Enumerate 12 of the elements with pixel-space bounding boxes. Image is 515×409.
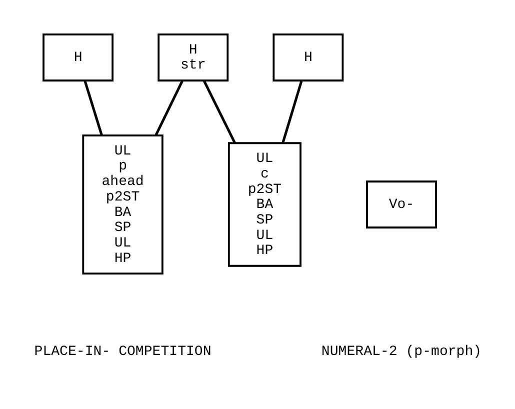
connector	[281, 80, 302, 144]
node-box: Vo-	[366, 180, 436, 228]
connector	[154, 80, 184, 136]
label: PLACE-IN- COMPETITION	[34, 344, 211, 360]
connector	[83, 80, 102, 136]
node-box: H	[272, 34, 344, 82]
node-box: H str	[157, 34, 228, 82]
label: NUMERAL-2 (p-morph)	[320, 344, 482, 360]
connector	[202, 80, 236, 144]
node-box: UL p ahead p2ST BA SP UL HP	[82, 134, 163, 274]
node-box: UL c p2ST BA SP UL HP	[227, 142, 301, 267]
node-box: H	[42, 34, 114, 82]
